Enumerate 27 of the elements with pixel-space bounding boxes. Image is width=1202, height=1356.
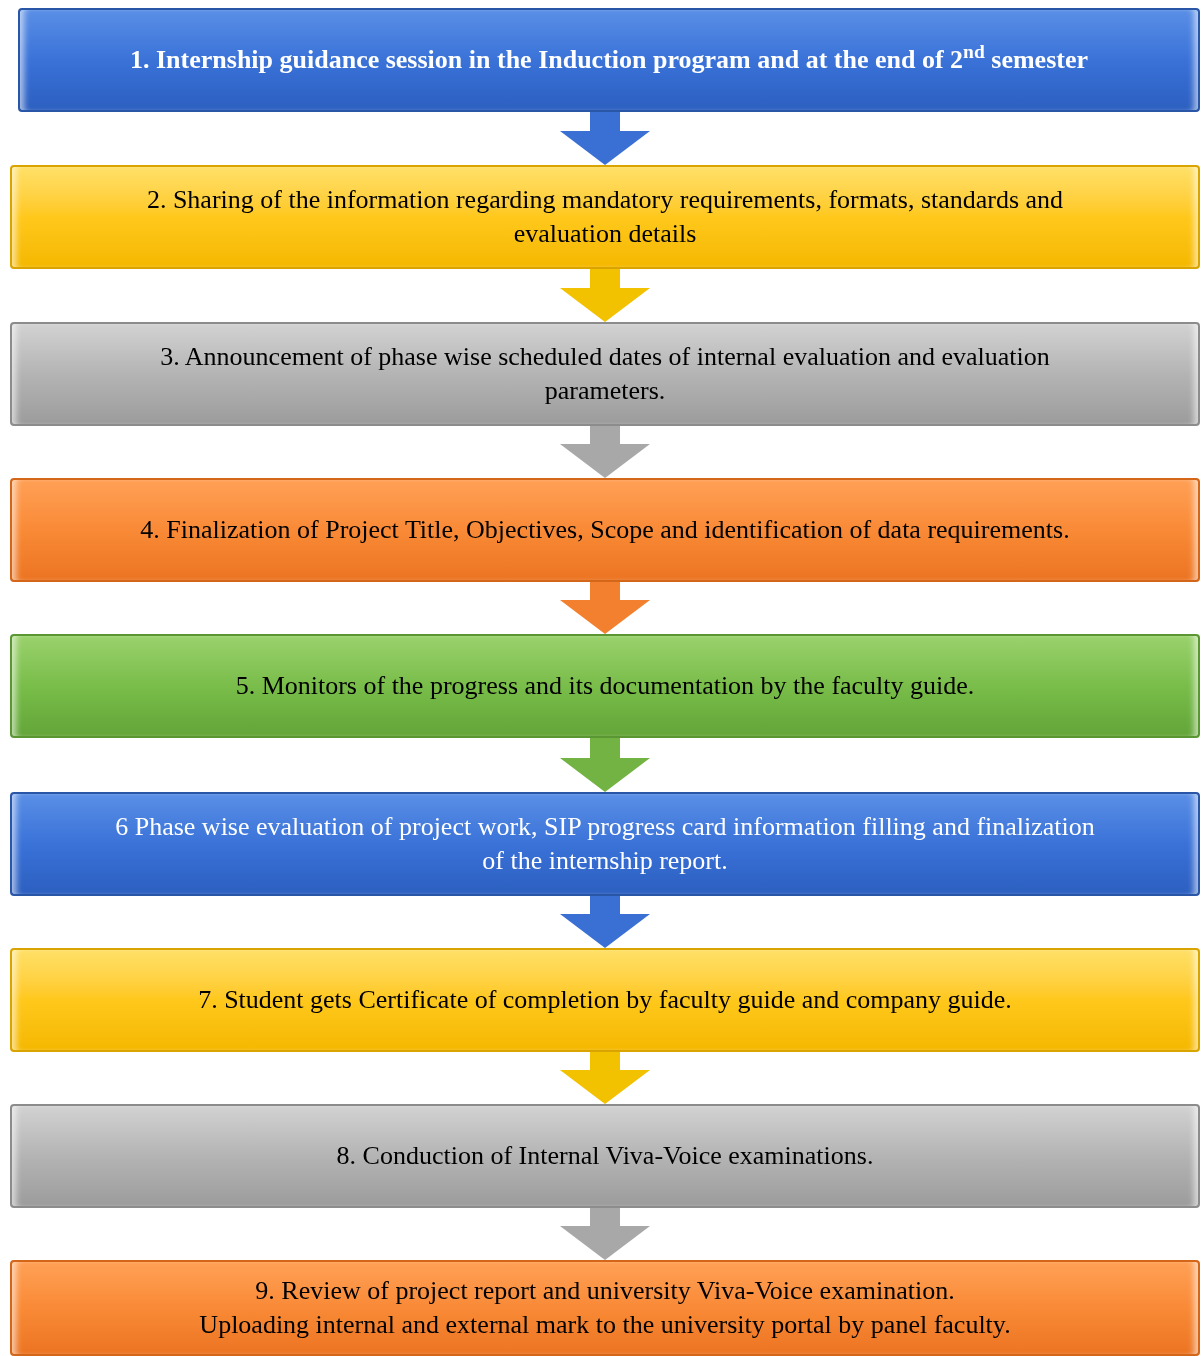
step-text: 5. Monitors of the progress and its documentation by the faculty guide. bbox=[235, 670, 975, 702]
block-arrow bbox=[560, 112, 650, 165]
step-text: 1. Internship guidance session in the Induction program and at the end of 2$^{nd}$ semester bbox=[130, 43, 1088, 76]
step-box bbox=[10, 1104, 1200, 1208]
step-text: Uploading internal and external mark to the university portal by panel faculty. bbox=[199, 1309, 1011, 1341]
step-box bbox=[10, 948, 1200, 1052]
step-box bbox=[10, 322, 1200, 426]
step-text: 6 Phase wise evaluation of project work, SIP progress card information filling and finalization of the internship report. bbox=[114, 811, 1096, 877]
step-text: 8. Conduction of Internal Viva-Voice examinations. bbox=[336, 1140, 874, 1172]
block-arrow bbox=[560, 582, 650, 634]
block-arrow bbox=[560, 1052, 650, 1104]
block-arrow bbox=[560, 426, 650, 478]
step-box bbox=[10, 1260, 1200, 1356]
step-box bbox=[10, 478, 1200, 582]
step-text: 4. Finalization of Project Title, Objectives, Scope and identification of data requirements. bbox=[140, 514, 1070, 546]
block-arrow bbox=[560, 269, 650, 322]
block-arrow bbox=[560, 1208, 650, 1260]
block-arrow bbox=[560, 896, 650, 948]
step-text: 2. Sharing of the information regarding mandatory requirements, formats, standards and evaluation details bbox=[145, 184, 1065, 250]
step-box bbox=[10, 634, 1200, 738]
step-text: 3. Announcement of phase wise scheduled dates of internal evaluation and evaluation parameters. bbox=[159, 341, 1051, 407]
step-box bbox=[10, 165, 1200, 269]
step-box bbox=[10, 792, 1200, 896]
block-arrow bbox=[560, 738, 650, 792]
step-box bbox=[18, 8, 1200, 112]
step-text: 9. Review of project report and university Viva-Voice examination. bbox=[255, 1275, 955, 1307]
step-text: 7. Student gets Certificate of completion by faculty guide and company guide. bbox=[198, 984, 1012, 1016]
